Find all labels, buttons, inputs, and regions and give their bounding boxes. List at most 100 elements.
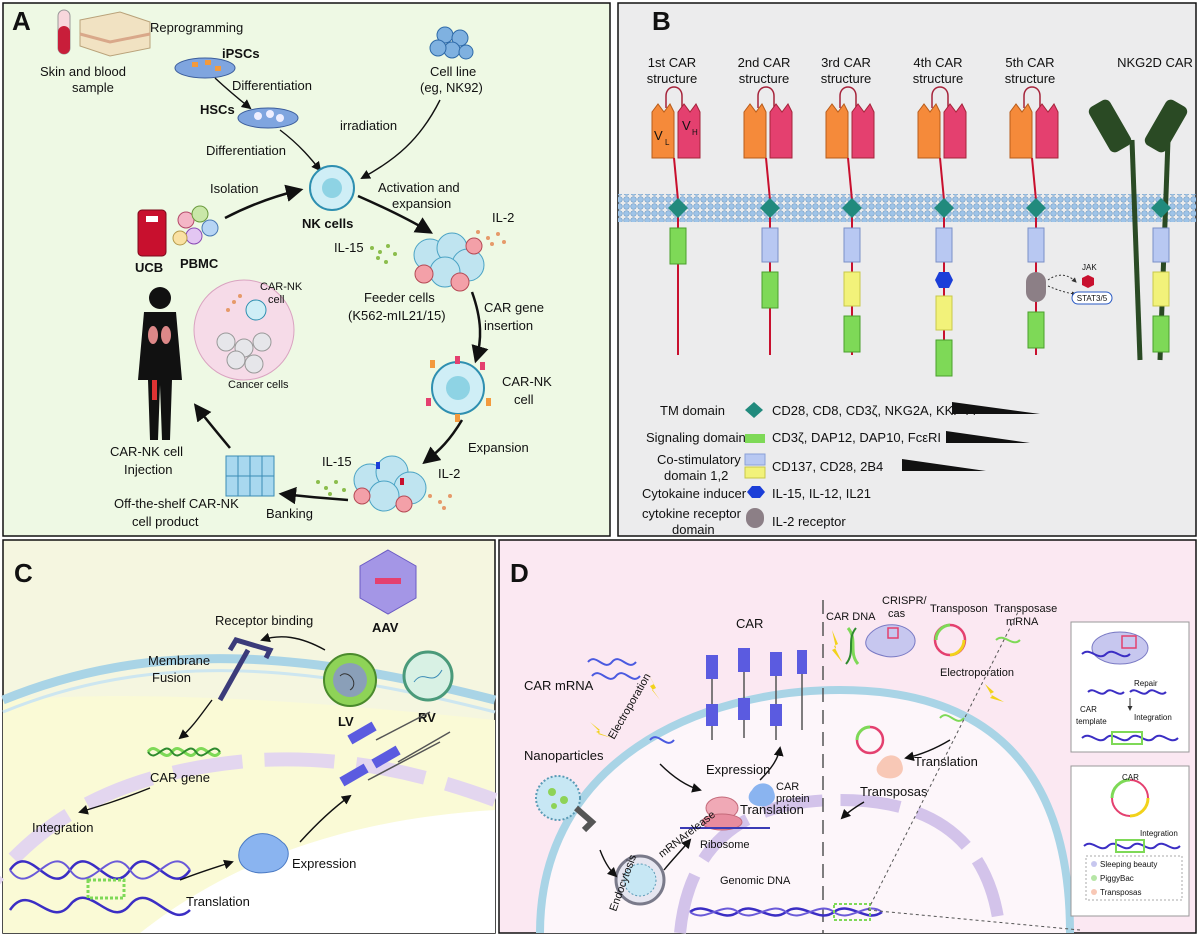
plasmid-cyto-icon — [855, 725, 885, 755]
cytokine-receptor-domain — [1026, 272, 1046, 302]
cell-membrane-band — [618, 194, 1196, 222]
legend-wedge-3 — [902, 459, 986, 471]
inset-legend-transposas: Transposas — [1100, 888, 1142, 897]
translation-2-label: Translation — [914, 754, 978, 769]
tm-domain-icon — [760, 198, 780, 218]
transposas-label: Transposas — [860, 784, 928, 799]
legend-wedge-1 — [952, 402, 1040, 414]
transposase-mrna-label-1: Transposase — [994, 603, 1057, 615]
integration-1-label: Integration — [1134, 713, 1172, 722]
legend-cytokine-receptor-swatch — [746, 508, 764, 528]
differentiation-1-label: Differentiation — [232, 78, 312, 93]
lv-label: LV — [338, 714, 354, 729]
pbmc-label: PBMC — [180, 256, 219, 271]
vl-domain — [917, 103, 941, 159]
car-nk-cell-label-1: CAR-NK — [502, 374, 552, 389]
endosome-icon — [614, 854, 666, 906]
crispr-inset-icon — [1081, 631, 1179, 745]
vl-domain — [825, 103, 849, 159]
legend-tm-desc: CD28, CD8, CD3ζ, NKG2A, KKP44 — [772, 403, 976, 418]
car-protein-label-2: protein — [776, 793, 810, 805]
panel-a-letter: A — [12, 6, 31, 36]
legend-costim-label-1: Co-stimulatory — [657, 452, 741, 467]
ipscs-label: iPSCs — [222, 46, 260, 61]
lightning-icon-3 — [832, 630, 842, 662]
car-nk-small-label-2: cell — [268, 294, 285, 306]
tm-domain-icon — [1151, 198, 1171, 218]
cancer-cells-bubble-icon — [193, 279, 295, 381]
signaling-domain — [843, 315, 861, 353]
car-hinge-loop — [1023, 86, 1041, 108]
car-gene-insertion-label-2: insertion — [484, 318, 533, 333]
car-hinge-loop — [931, 86, 949, 108]
membrane-fusion-label-1: Membrane — [148, 653, 210, 668]
costim-domain-1 — [1027, 227, 1045, 263]
genomic-dna-d-icon — [689, 903, 883, 921]
legend-cytokine-receptor-label-2: domain — [672, 522, 715, 537]
vh-domain — [943, 103, 967, 159]
tm-domain-icon — [1026, 198, 1046, 218]
legend-signaling-label: Signaling domain — [646, 430, 746, 445]
car-dna-label: CAR DNA — [826, 611, 876, 623]
vh-domain — [769, 103, 793, 159]
nk-cell-icon — [309, 165, 355, 211]
panel-c-nuclear-envelope — [0, 752, 498, 885]
nkg2d-ectodomain-2 — [1144, 99, 1188, 153]
vl-domain — [651, 103, 675, 159]
ucb-label: UCB — [135, 260, 163, 275]
car-header-1-line2: structure — [647, 71, 698, 86]
rv-label: RV — [418, 710, 436, 725]
car-nk-cell-label-2: cell — [514, 392, 534, 407]
off-the-shelf-label-1: Off-the-shelf CAR-NK — [114, 496, 239, 511]
feeder-label-2: (K562-mIL21/15) — [348, 308, 446, 323]
vl-domain — [743, 103, 767, 159]
mrna-icon — [587, 658, 641, 680]
pbmc-cluster-icon — [172, 205, 219, 246]
integration-label: Integration — [32, 820, 93, 835]
tm-domain-icon — [842, 198, 862, 218]
ipsc-dish-icon — [174, 57, 236, 79]
electroporation-2-label: Electroporation — [940, 667, 1014, 679]
signaling-domain — [935, 339, 953, 377]
crispr-label-1: CRISPR/ — [882, 595, 928, 607]
car-protein-icon — [748, 783, 775, 807]
car-circle-label: CAR — [1122, 773, 1139, 782]
car-header-3-line1: 3rd CAR — [821, 55, 871, 70]
panel-d-letter: D — [510, 558, 529, 588]
car-header-1-line1: 1st CAR — [648, 55, 696, 70]
costim-domain-1 — [1152, 227, 1170, 263]
panel-c-nucleus — [140, 810, 495, 933]
il15-bottom-label: IL-15 — [322, 454, 352, 469]
transposase-mrna-label-2: mRNA — [1006, 616, 1039, 628]
lightning-icon-2 — [590, 722, 612, 738]
lightning-icon-4 — [985, 684, 1004, 702]
transposase-protein-icon — [876, 755, 903, 779]
legend-costim-label-2: domain 1,2 — [664, 468, 728, 483]
genomic-dna-label: Genomic DNA — [720, 875, 791, 887]
expression-label: Expression — [292, 856, 356, 871]
panel-c-letter: C — [14, 558, 33, 588]
protein-icon — [238, 833, 289, 874]
panel-a: A Skin and blood sample Reprogramming iP… — [2, 2, 611, 537]
car-nk-cell-icon — [426, 356, 491, 422]
integration-2-label: Integration — [1140, 829, 1178, 838]
membrane-fusion-label-2: Fusion — [152, 670, 191, 685]
legend-cytokine-receptor-label-1: cytokine receptor — [642, 506, 742, 521]
legend-costim-swatch-1 — [744, 453, 766, 466]
nkg2d-stalk-1 — [1129, 139, 1143, 361]
skin-sample-icon — [79, 11, 151, 57]
car-gene-label: CAR gene — [150, 770, 210, 785]
irradiation-label: irradiation — [340, 118, 397, 133]
transposase-mrna-icon — [995, 636, 1021, 644]
car-header-4-line2: structure — [913, 71, 964, 86]
legend-tm-swatch — [745, 402, 763, 418]
legend-wedge-2 — [946, 431, 1030, 443]
costim-domain-2 — [1152, 271, 1170, 307]
car-receptors-icon — [339, 711, 451, 787]
expression-d-label: Expression — [706, 762, 770, 777]
vh-label: V — [682, 118, 691, 133]
receptor-binding-label: Receptor binding — [215, 613, 313, 628]
legend-tm-label: TM domain — [660, 403, 725, 418]
panel-b-frame — [617, 2, 1197, 537]
